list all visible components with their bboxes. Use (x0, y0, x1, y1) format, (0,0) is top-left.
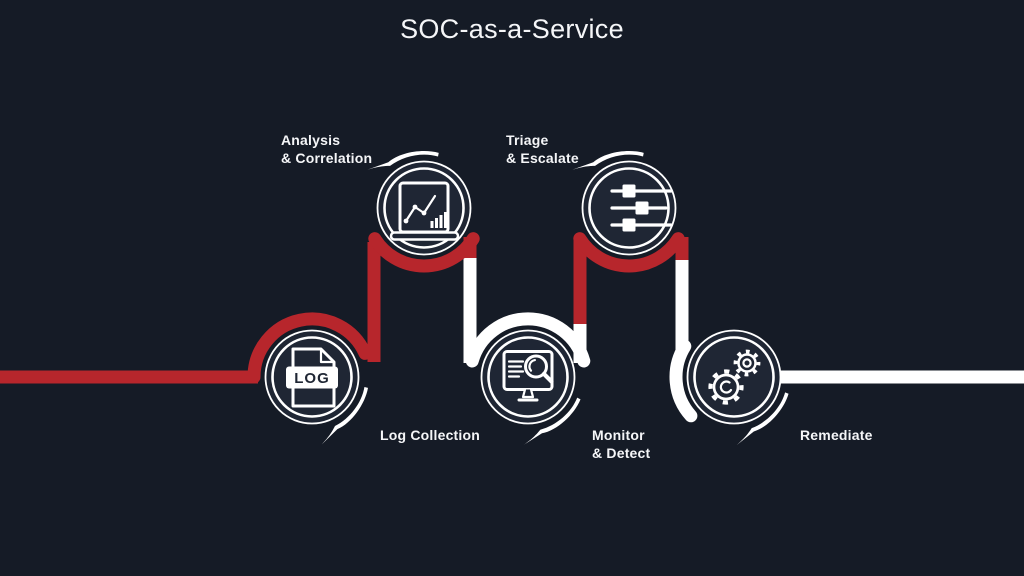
label-remediate: Remediate (800, 426, 873, 444)
label-line-1: Remediate (800, 427, 873, 443)
label-line-1: Triage (506, 132, 549, 148)
label-line-1: Monitor (592, 427, 645, 443)
label-line-1: Log Collection (380, 427, 481, 443)
sliders-icon (610, 184, 673, 232)
pipe-wrap-analysis (368, 232, 480, 273)
laptop-analytics-icon (389, 181, 460, 241)
label-triage-escalate: Triage & Escalate (506, 131, 579, 167)
node-log-collection: LOG (264, 329, 372, 445)
pipe-wrap-log (247, 312, 372, 384)
node-triage-escalate (572, 126, 677, 256)
monitor-search-icon (502, 350, 554, 402)
log-icon-text: LOG (294, 370, 330, 387)
flow-pipe-white (463, 258, 1024, 423)
flow-pipe-red (0, 232, 689, 384)
node-analysis-correlation (367, 126, 472, 256)
node-inner-ring (271, 336, 353, 418)
label-log-collection: Log Collection (380, 426, 480, 444)
pipe-wrap-triage (573, 232, 685, 273)
label-monitor-detect: Monitor & Detect (592, 426, 650, 462)
node-inner-ring (383, 167, 465, 249)
node-remediate (686, 329, 789, 447)
label-line-1: Analysis (281, 132, 341, 148)
node-inner-ring (487, 336, 569, 418)
label-analysis-correlation: Analysis & Correlation (281, 131, 372, 167)
label-line-2: & Escalate (506, 150, 579, 166)
node-inner-ring (693, 336, 775, 418)
page-title: SOC-as-a-Service (400, 14, 624, 44)
label-line-2: & Detect (592, 445, 651, 461)
node-monitor-detect (480, 329, 581, 453)
gears-icon (708, 349, 761, 405)
node-inner-ring (588, 167, 670, 249)
label-line-2: & Correlation (281, 150, 373, 166)
log-file-icon: LOG (286, 347, 338, 408)
pipe-wrap-remediate (669, 339, 698, 423)
